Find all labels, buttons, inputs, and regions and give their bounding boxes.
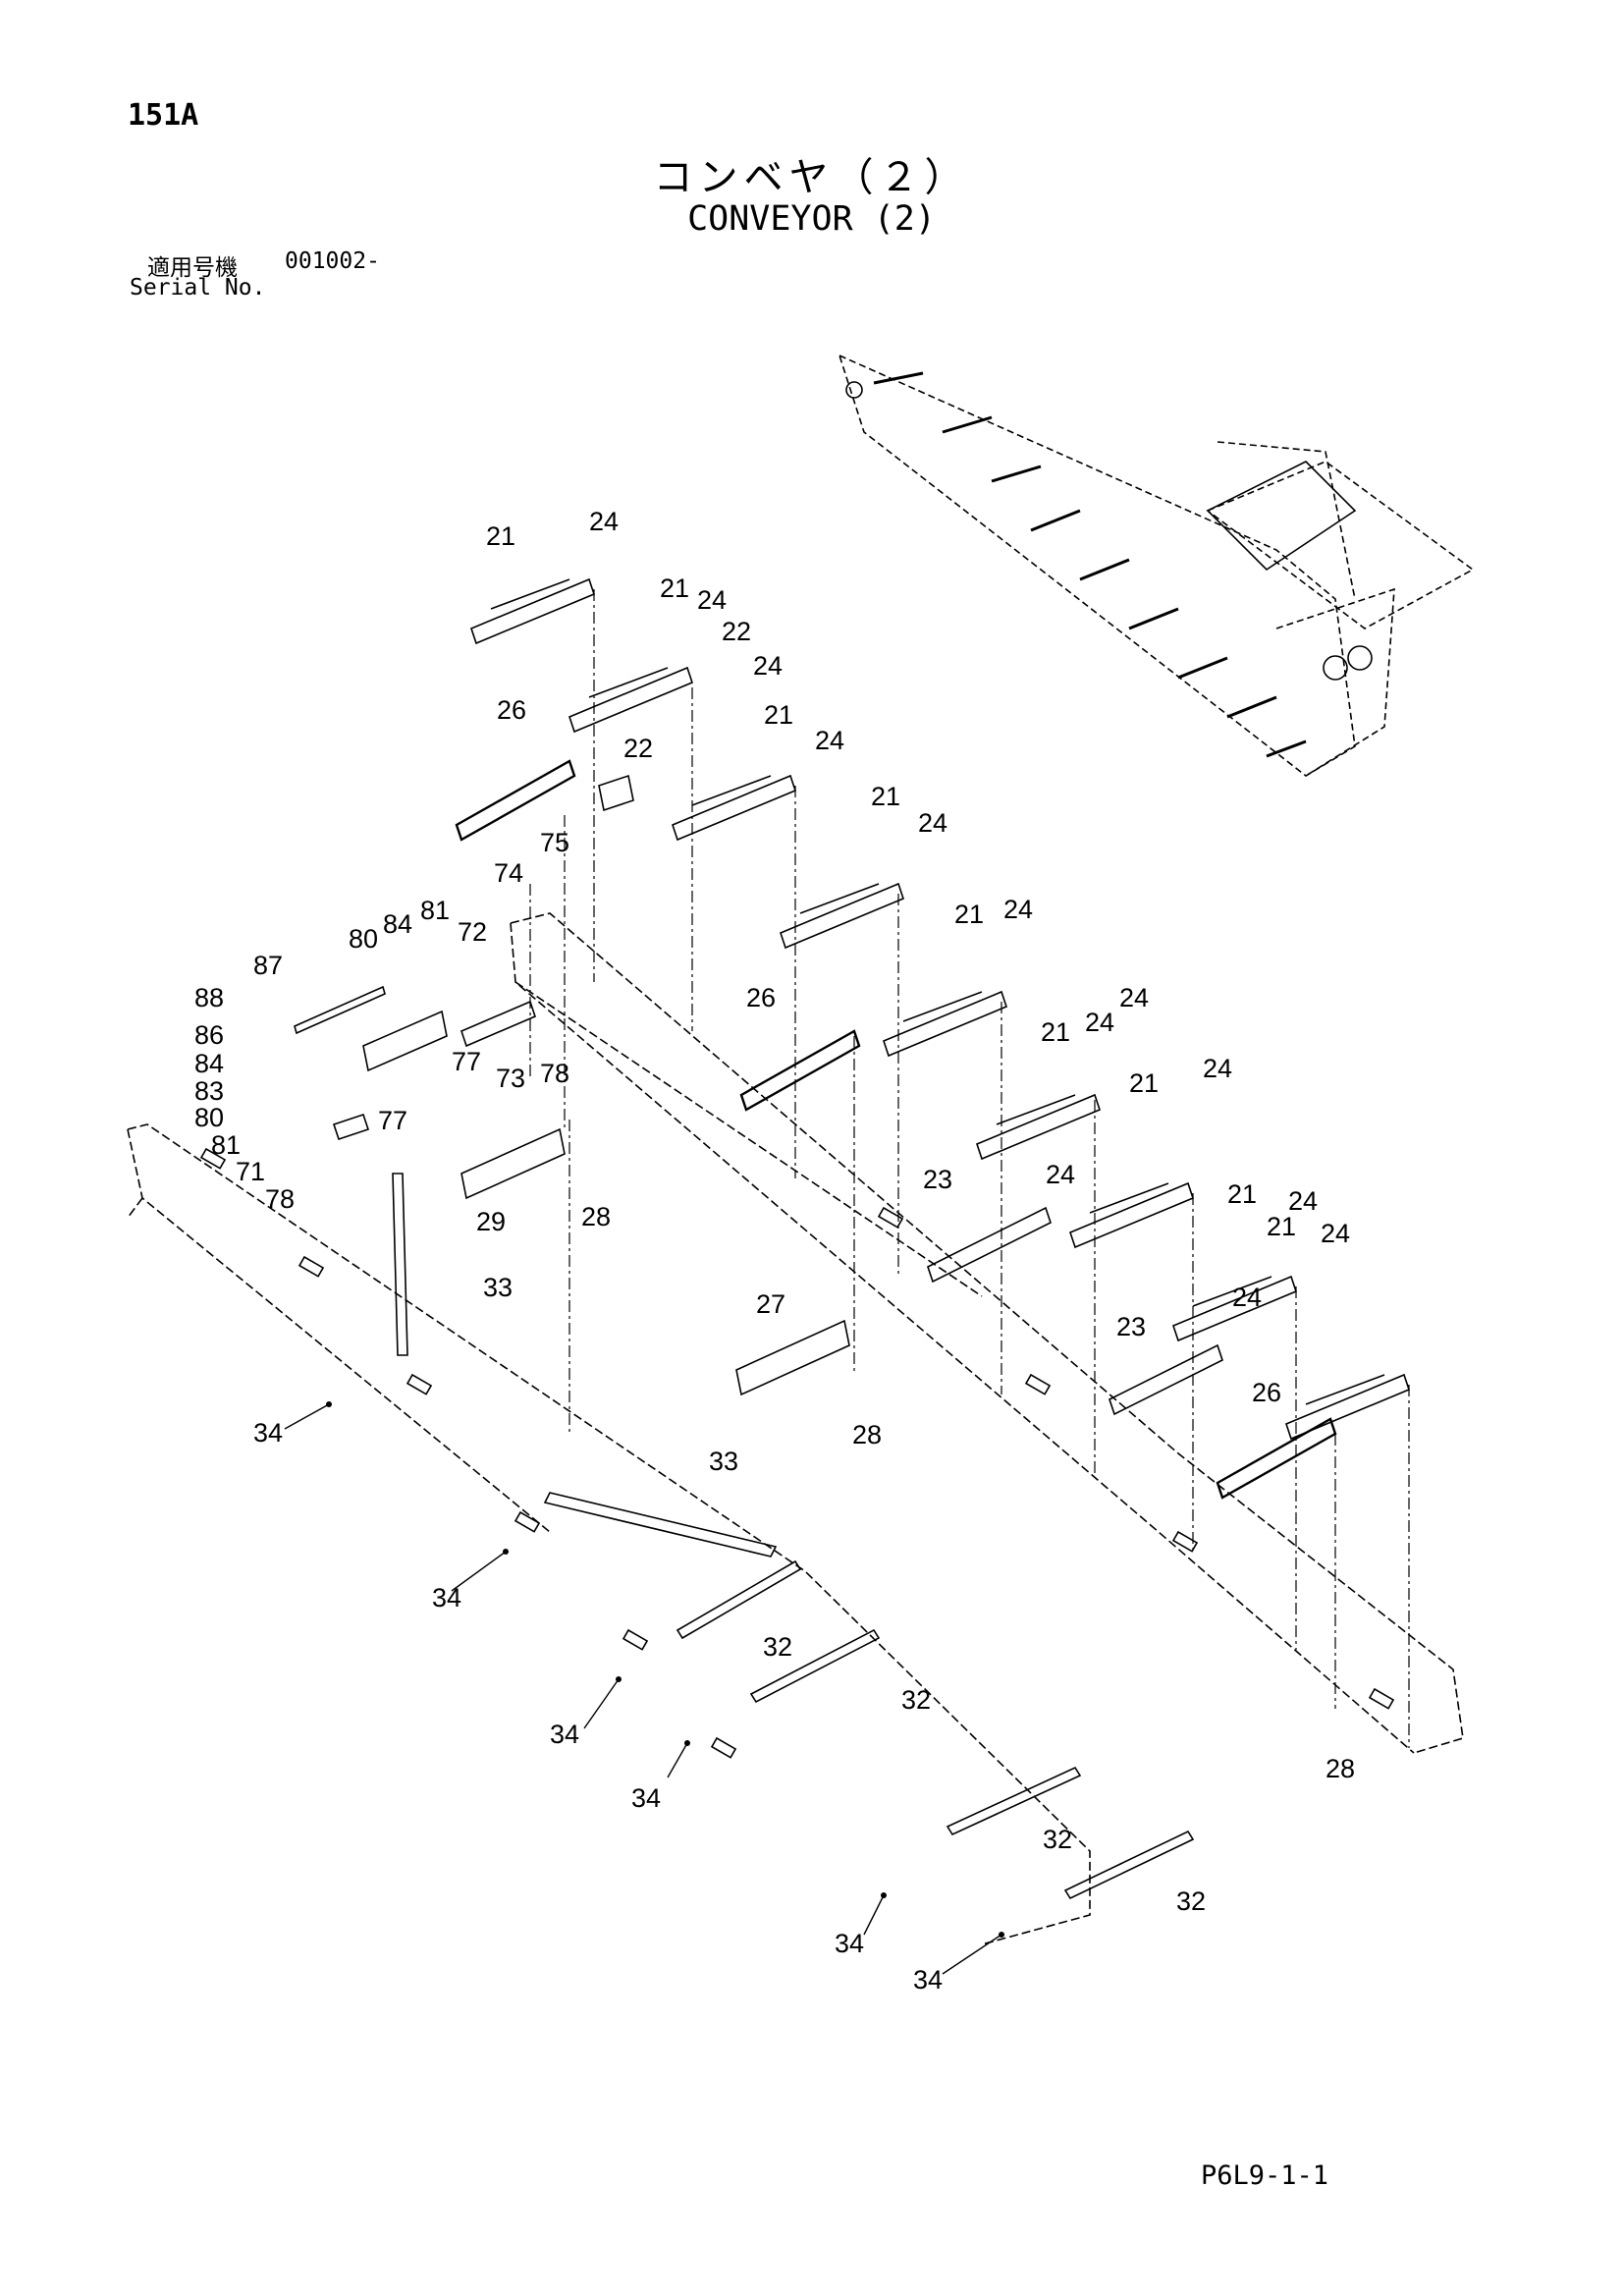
callout-32: 32 [901,1685,931,1715]
title-japanese: コンベヤ（２） [653,155,970,200]
callout-26: 26 [497,695,526,725]
callout-24: 24 [1232,1283,1262,1312]
callout-77: 77 [452,1047,481,1076]
serial-label-japanese: 適用号機 [147,255,238,281]
callout-26: 26 [746,983,776,1012]
callout-80: 80 [349,924,378,954]
callout-22: 22 [623,734,653,763]
callout-24: 24 [1119,983,1149,1012]
callout-24: 24 [1046,1160,1075,1189]
callout-34: 34 [913,1965,943,1995]
callout-24: 24 [1003,895,1033,924]
callout-80: 80 [194,1103,224,1132]
bolt-dot [999,1932,1004,1938]
callout-24: 24 [589,507,619,536]
callout-78: 78 [265,1184,295,1214]
main-frame-right [510,912,1464,1754]
impact-beds [455,759,1337,1500]
callout-26: 26 [1252,1378,1281,1407]
machine-overview-sketch [838,354,1475,777]
callout-24: 24 [753,651,783,681]
callout-21: 21 [1129,1068,1159,1098]
document-code: P6L9-1-1 [1201,2160,1329,2191]
callout-33: 33 [483,1273,513,1302]
callout-21: 21 [764,700,793,730]
leader-line [451,1551,507,1592]
callout-34: 34 [835,1929,864,1958]
callout-21: 21 [871,782,900,811]
fastener-dots [284,1401,1004,1975]
callout-33: 33 [709,1447,738,1476]
callout-24: 24 [1203,1054,1232,1083]
leader-line [863,1894,885,1936]
callout-34: 34 [631,1783,661,1813]
callout-21: 21 [1227,1179,1257,1209]
leader-line [583,1678,620,1729]
callout-34: 34 [550,1720,579,1749]
callout-32: 32 [1176,1886,1206,1916]
callout-23: 23 [923,1165,952,1194]
serial-label-english: Serial No. [130,275,266,301]
return-rollers [927,1206,1223,1416]
page-number: 151A [128,98,199,133]
main-frame-left [127,1123,1091,1945]
callout-24: 24 [918,808,947,838]
callout-81: 81 [420,896,450,925]
bolt-dot [326,1401,332,1407]
callout-87: 87 [253,951,283,980]
callout-24: 24 [815,726,844,755]
title-english: CONVEYOR (2) [687,199,936,239]
callout-28: 28 [852,1420,882,1449]
callout-71: 71 [236,1157,265,1186]
leader-line [667,1742,688,1778]
machine-overview-rollers [873,371,1307,758]
callout-21: 21 [660,574,689,603]
callout-77: 77 [378,1106,407,1135]
callout-32: 32 [1043,1825,1072,1854]
roller-carriers [470,577,1410,1441]
callout-75: 75 [540,828,569,857]
serial-number-value: 001002- [285,248,380,274]
callout-21: 21 [1041,1017,1070,1047]
bolt-dot [503,1549,509,1555]
callout-24: 24 [1321,1219,1350,1248]
callout-22: 22 [722,617,751,646]
bolt-dot [881,1892,887,1898]
cross-members [392,1173,1195,1900]
callout-84: 84 [383,909,412,939]
callout-24: 24 [697,585,727,615]
frame-slots [199,1147,1395,1759]
callout-21: 21 [486,521,515,551]
callout-72: 72 [458,917,487,947]
bolt-dot [684,1740,690,1746]
callout-21: 21 [1267,1212,1296,1241]
brackets-and-plates [294,774,850,1396]
callout-23: 23 [1116,1312,1146,1341]
callout-84: 84 [194,1049,224,1078]
callout-24: 24 [1085,1008,1114,1037]
callout-88: 88 [194,983,224,1012]
callout-86: 86 [194,1020,224,1050]
callout-28: 28 [1325,1754,1355,1783]
callout-83: 83 [194,1076,224,1106]
guide-lines [529,589,1410,1748]
bolt-dot [616,1676,622,1682]
leader-line [942,1934,1002,1975]
callout-78: 78 [540,1059,569,1088]
callout-28: 28 [581,1202,611,1231]
callout-21: 21 [954,900,984,929]
callout-74: 74 [494,858,523,888]
callout-29: 29 [476,1207,506,1236]
callout-24: 24 [1288,1186,1318,1216]
callout-32: 32 [763,1632,792,1662]
callout-73: 73 [496,1064,525,1093]
callout-27: 27 [756,1289,785,1319]
callout-34: 34 [253,1418,283,1448]
callout-81: 81 [211,1130,241,1160]
leader-line [284,1403,330,1430]
machine-overview-hopper [845,381,1373,681]
